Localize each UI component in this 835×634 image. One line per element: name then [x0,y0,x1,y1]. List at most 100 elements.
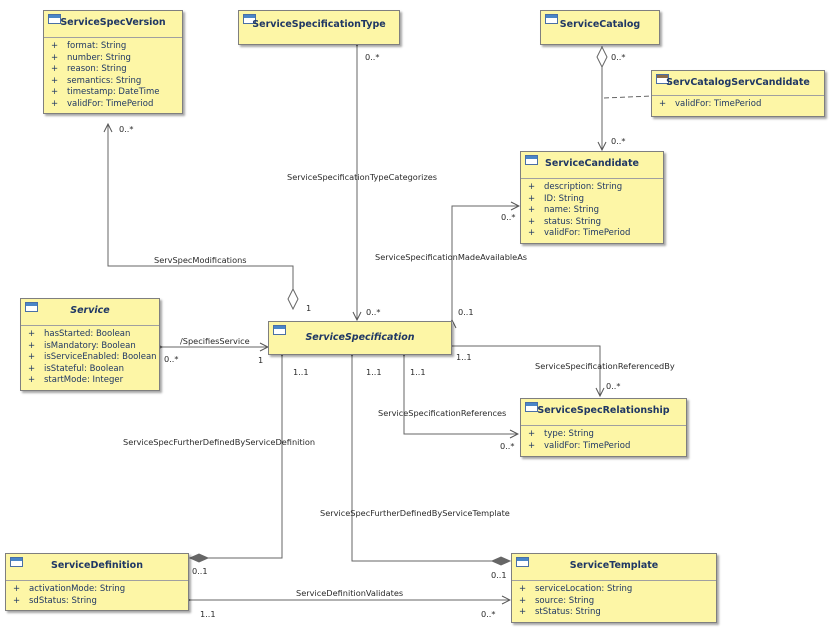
attribute: +format: String [51,41,127,51]
line-association-class [603,95,653,99]
multiplicity: 1..1 [366,367,382,377]
attribute-list: +serviceLocation: String +source: String… [512,581,716,619]
attribute: +status: String [528,216,602,227]
class-icon [525,402,538,412]
attribute: +source: String [519,595,595,606]
attribute-list: +description: String +ID: String +name: … [521,179,663,240]
association-class-icon [656,74,669,84]
multiplicity: 1 [258,355,264,365]
attribute: +number: String [51,52,131,63]
multiplicity: 0..* [501,212,516,222]
attribute: +timestamp: DateTime [51,87,160,98]
association-label: ServiceSpecificationReferences [378,408,507,418]
class-service[interactable]: Service +hasStarted: Boolean +isMandator… [20,298,160,391]
line-defined-by-definition [190,356,282,559]
association-label: /SpecifiesService [180,336,250,346]
multiplicity: 1..1 [410,367,426,377]
attribute: +isMandatory: Boolean [28,340,136,351]
attribute: +validFor: TimePeriod [659,99,762,109]
line-serv-spec-modifications [108,124,294,290]
class-service-spec-relationship[interactable]: ServiceSpecRelationship +type: String +v… [520,398,687,457]
class-name: ServiceSpecRelationship [537,405,670,416]
attribute-list: +type: String +validFor: TimePeriod [521,426,686,452]
class-name: Service [70,305,110,316]
attribute: +startMode: Integer [28,375,124,386]
attribute: +sdStatus: String [13,595,97,606]
attribute: +type: String [528,429,594,439]
attribute: +semantics: String [51,75,142,86]
association-label: ServiceSpecificationReferencedBy [535,361,675,371]
attribute: +hasStarted: Boolean [28,329,131,339]
multiplicity: 0..* [606,381,621,391]
association-label: ServiceDefinitionValidates [296,588,404,598]
attribute-list: +activationMode: String +sdStatus: Strin… [6,581,188,607]
class-name: ServiceCandidate [545,158,639,169]
class-icon [516,557,529,567]
attribute: +isStateful: Boolean [28,363,125,374]
class-service-definition[interactable]: ServiceDefinition +activationMode: Strin… [5,553,189,611]
multiplicity: 1..1 [200,609,216,619]
class-icon [10,557,23,567]
multiplicity: 0..* [611,52,626,62]
class-name: ServiceSpecificationType [252,19,386,30]
class-name: ServiceCatalog [559,19,641,30]
multiplicity: 0..* [365,52,380,62]
class-icon [273,325,286,335]
association-label: ServiceSpecificationMadeAvailableAs [375,252,528,262]
attribute: +name: String [528,205,600,216]
multiplicity: 0..* [500,441,515,451]
class-icon [545,14,558,24]
multiplicity: 0..* [481,609,496,619]
class-name: ServiceSpecification [305,332,415,343]
multiplicity: 1 [306,303,312,313]
class-service-template[interactable]: ServiceTemplate +serviceLocation: String… [511,553,717,623]
attribute: +reason: String [51,64,127,75]
multiplicity: 0..* [366,307,381,317]
class-icon [525,155,538,165]
attribute: +ID: String [528,193,584,204]
multiplicity: 1..1 [293,367,309,377]
association-label: ServiceSpecFurtherDefinedByServiceTempla… [320,508,510,518]
multiplicity: 0..1 [192,566,208,576]
class-icon [25,302,38,312]
class-name: ServiceTemplate [569,560,659,571]
composition-diamond-definition [188,553,210,563]
attribute: +validFor: TimePeriod [528,228,631,239]
class-service-catalog[interactable]: ServiceCatalog [540,10,660,45]
attribute: +validFor: TimePeriod [51,98,154,109]
class-icon [243,14,256,24]
attribute-list: +format: String +number: String +reason:… [44,38,182,111]
class-name: ServiceSpecVersion [60,17,166,28]
attribute: +stStatus: String [519,607,601,618]
attribute: +serviceLocation: String [519,584,633,594]
aggregation-diamond-catalog [596,45,608,69]
multiplicity: 0..* [164,354,179,364]
attribute: +activationMode: String [13,584,126,594]
attribute: +validFor: TimePeriod [528,440,631,451]
composition-diamond-template [490,556,512,566]
attribute-list: +validFor: TimePeriod [652,96,824,111]
association-label: ServiceSpecificationTypeCategorizes [287,172,438,182]
multiplicity: 0..1 [458,307,474,317]
class-name: ServiceDefinition [51,560,143,571]
line-referenced-by [452,346,600,396]
class-service-specification[interactable]: ServiceSpecification [268,321,452,355]
class-service-specification-type[interactable]: ServiceSpecificationType [238,10,400,45]
multiplicity: 1..1 [456,352,472,362]
multiplicity: 0..* [611,136,626,146]
attribute: +isServiceEnabled: Boolean [28,352,157,363]
class-name: ServCatalogServCandidate [666,77,810,88]
class-icon [48,14,61,24]
class-serv-catalog-serv-candidate[interactable]: ServCatalogServCandidate +validFor: Time… [651,70,825,117]
attribute-list: +hasStarted: Boolean +isMandatory: Boole… [21,326,159,387]
multiplicity: 0..1 [491,570,507,580]
class-service-spec-version[interactable]: ServiceSpecVersion +format: String +numb… [43,10,183,114]
line-references [404,356,518,434]
attribute: +description: String [528,182,623,192]
line-defined-by-template [352,356,510,562]
aggregation-diamond-modifications [287,287,299,311]
class-service-candidate[interactable]: ServiceCandidate +description: String +I… [520,151,664,244]
multiplicity: 0..* [119,124,134,134]
line-made-available-as [452,206,519,320]
